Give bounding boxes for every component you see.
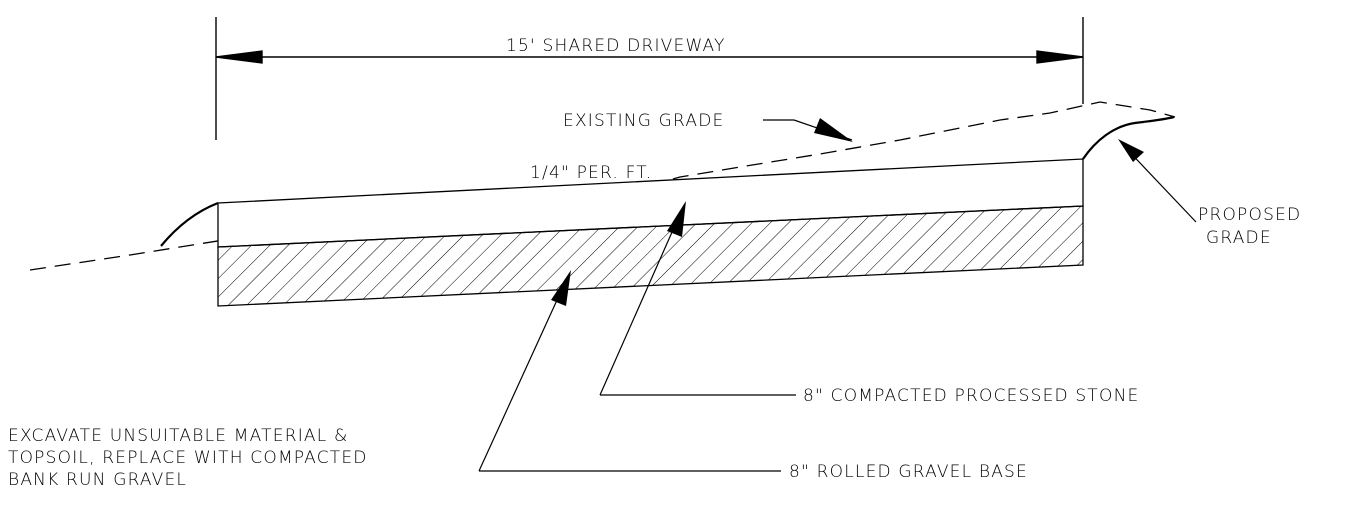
gravel-label: 8" ROLLED GRAVEL BASE — [789, 462, 1028, 482]
proposed-grade-leader — [1118, 139, 1197, 223]
driveway-section — [217, 158, 1084, 307]
dimension-label: 15' SHARED DRIVEWAY — [506, 36, 726, 56]
slope-label: 1/4" PER. FT. — [530, 163, 652, 183]
excavate-note-line1: EXCAVATE UNSUITABLE MATERIAL & — [8, 426, 348, 446]
proposed-grade-label-line1: PROPOSED — [1198, 205, 1301, 225]
dimension-arrow-right — [1036, 50, 1084, 64]
proposed-grade-right-curve — [1082, 115, 1175, 160]
proposed-grade-left-curve — [160, 201, 219, 247]
gravel-base-layer — [217, 205, 1084, 307]
proposed-grade-label-line2: GRADE — [1206, 228, 1272, 248]
excavate-note-line3: BANK RUN GRAVEL — [8, 470, 187, 490]
existing-grade-label: EXISTING GRADE — [563, 111, 724, 131]
gravel-leader — [478, 270, 781, 472]
stone-leader — [599, 201, 796, 396]
dimension-arrow-left — [215, 50, 263, 64]
existing-grade-leader — [763, 118, 853, 142]
excavate-note-line2: TOPSOIL, REPLACE WITH COMPACTED — [8, 448, 368, 468]
dimension-line — [215, 17, 1084, 140]
stone-label: 8" COMPACTED PROCESSED STONE — [803, 386, 1139, 406]
